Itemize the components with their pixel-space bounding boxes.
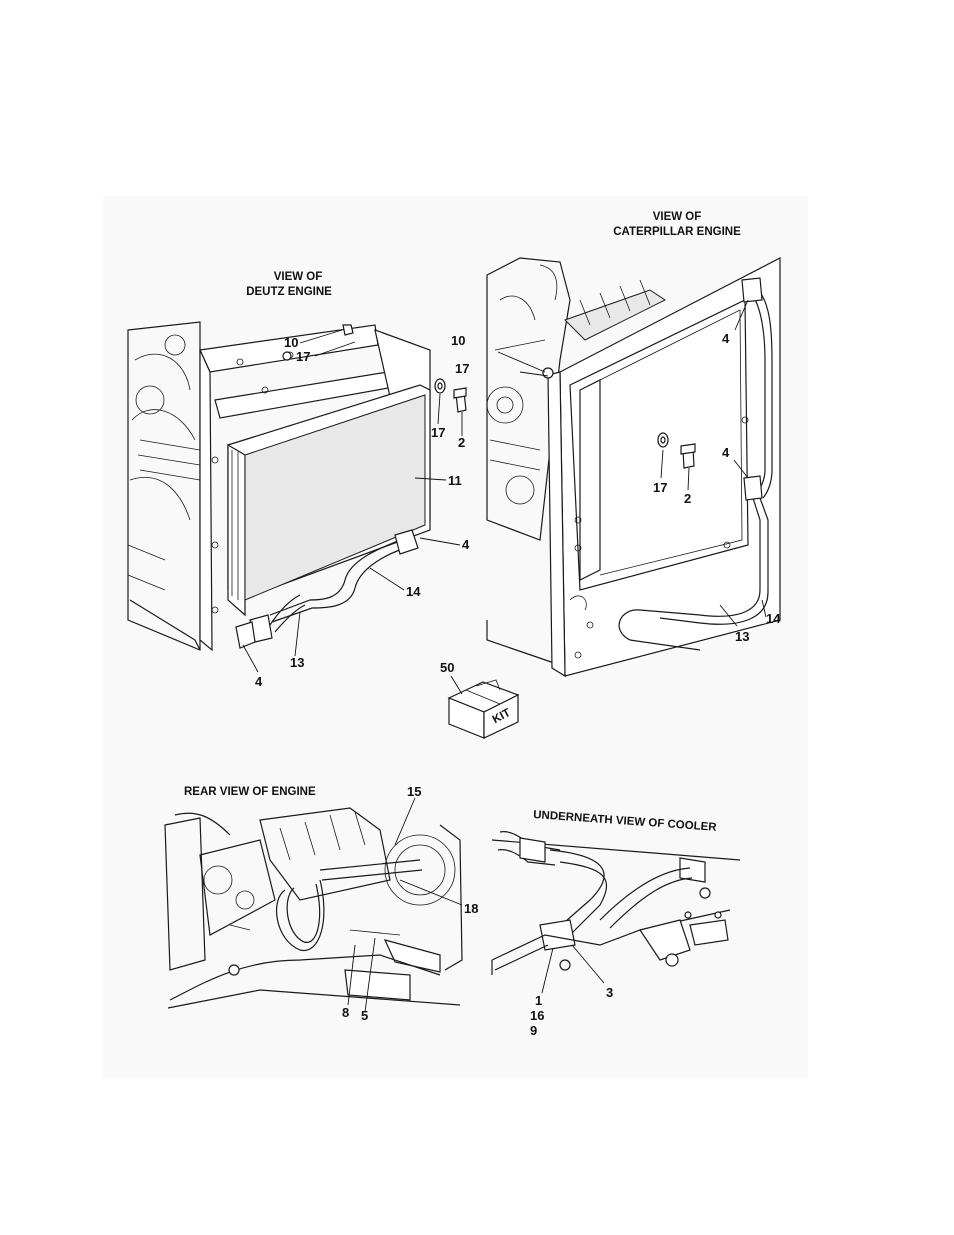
rear-callout-8: 8: [342, 1005, 349, 1020]
caterpillar-callout-17: 17: [653, 480, 667, 495]
deutz-oil-cooler: [227, 384, 431, 617]
underneath-view-title: UNDERNEATH VIEW OF COOLER: [533, 809, 718, 834]
deutz-view-title-line2: DEUTZ ENGINE: [246, 286, 332, 298]
caterpillar-callout-4-b: 4: [722, 445, 730, 460]
rear-view-title: REAR VIEW OF ENGINE: [184, 786, 316, 798]
rear-callout-15: 15: [407, 784, 421, 799]
caterpillar-fasteners: [542, 367, 696, 469]
caterpillar-engine-view: VIEW OF CATERPILLAR ENGINE 4 17 2 4 14 1…: [486, 211, 781, 678]
underneath-cooler-body: [491, 831, 741, 975]
rear-callout-18: 18: [464, 901, 478, 916]
kit-box: KIT 50: [440, 660, 520, 739]
deutz-callout-4: 4: [462, 537, 470, 552]
deutz-callout-2: 2: [458, 435, 465, 450]
deutz-callout-4-b: 4: [255, 674, 263, 689]
caterpillar-callout-2: 2: [684, 491, 691, 506]
deutz-cooler-hoses: [235, 529, 419, 649]
deutz-view-title-line1: VIEW OF: [274, 271, 323, 283]
caterpillar-engine-body: [486, 257, 666, 666]
caterpillar-view-title-line2: CATERPILLAR ENGINE: [613, 226, 741, 238]
caterpillar-callout-4: 4: [722, 331, 730, 346]
underneath-cooler-view: UNDERNEATH VIEW OF COOLER: [491, 809, 741, 1038]
underneath-callout-3: 3: [606, 985, 613, 1000]
rear-engine-body: [164, 807, 463, 1009]
caterpillar-callout-14: 14: [766, 611, 781, 626]
underneath-callout-1: 1: [535, 993, 542, 1008]
deutz-callout-11: 11: [448, 473, 462, 488]
kit-callout-50: 50: [440, 660, 454, 675]
rear-callout-5: 5: [361, 1008, 368, 1023]
underneath-callout-9: 9: [530, 1023, 537, 1038]
deutz-engine-body: [127, 321, 201, 651]
deutz-callout-14: 14: [406, 584, 421, 599]
deutz-callout-10-b: 10: [451, 333, 465, 348]
underneath-callout-16: 16: [530, 1008, 544, 1023]
deutz-fasteners: [282, 324, 467, 413]
deutz-callout-17: 17: [296, 349, 310, 364]
caterpillar-callout-13: 13: [735, 629, 749, 644]
caterpillar-view-title-line1: VIEW OF: [653, 211, 702, 223]
caterpillar-cooler-hoses: [618, 277, 773, 651]
rear-engine-view: REAR VIEW OF ENGINE: [164, 784, 478, 1023]
deutz-callout-10: 10: [284, 335, 298, 350]
deutz-engine-view: VIEW OF DEUTZ ENGINE 10 17 10 17 17 2 11…: [127, 271, 470, 689]
deutz-callout-17-b: 17: [455, 361, 469, 376]
deutz-callout-13: 13: [290, 655, 304, 670]
deutz-callout-17-washer: 17: [431, 425, 445, 440]
